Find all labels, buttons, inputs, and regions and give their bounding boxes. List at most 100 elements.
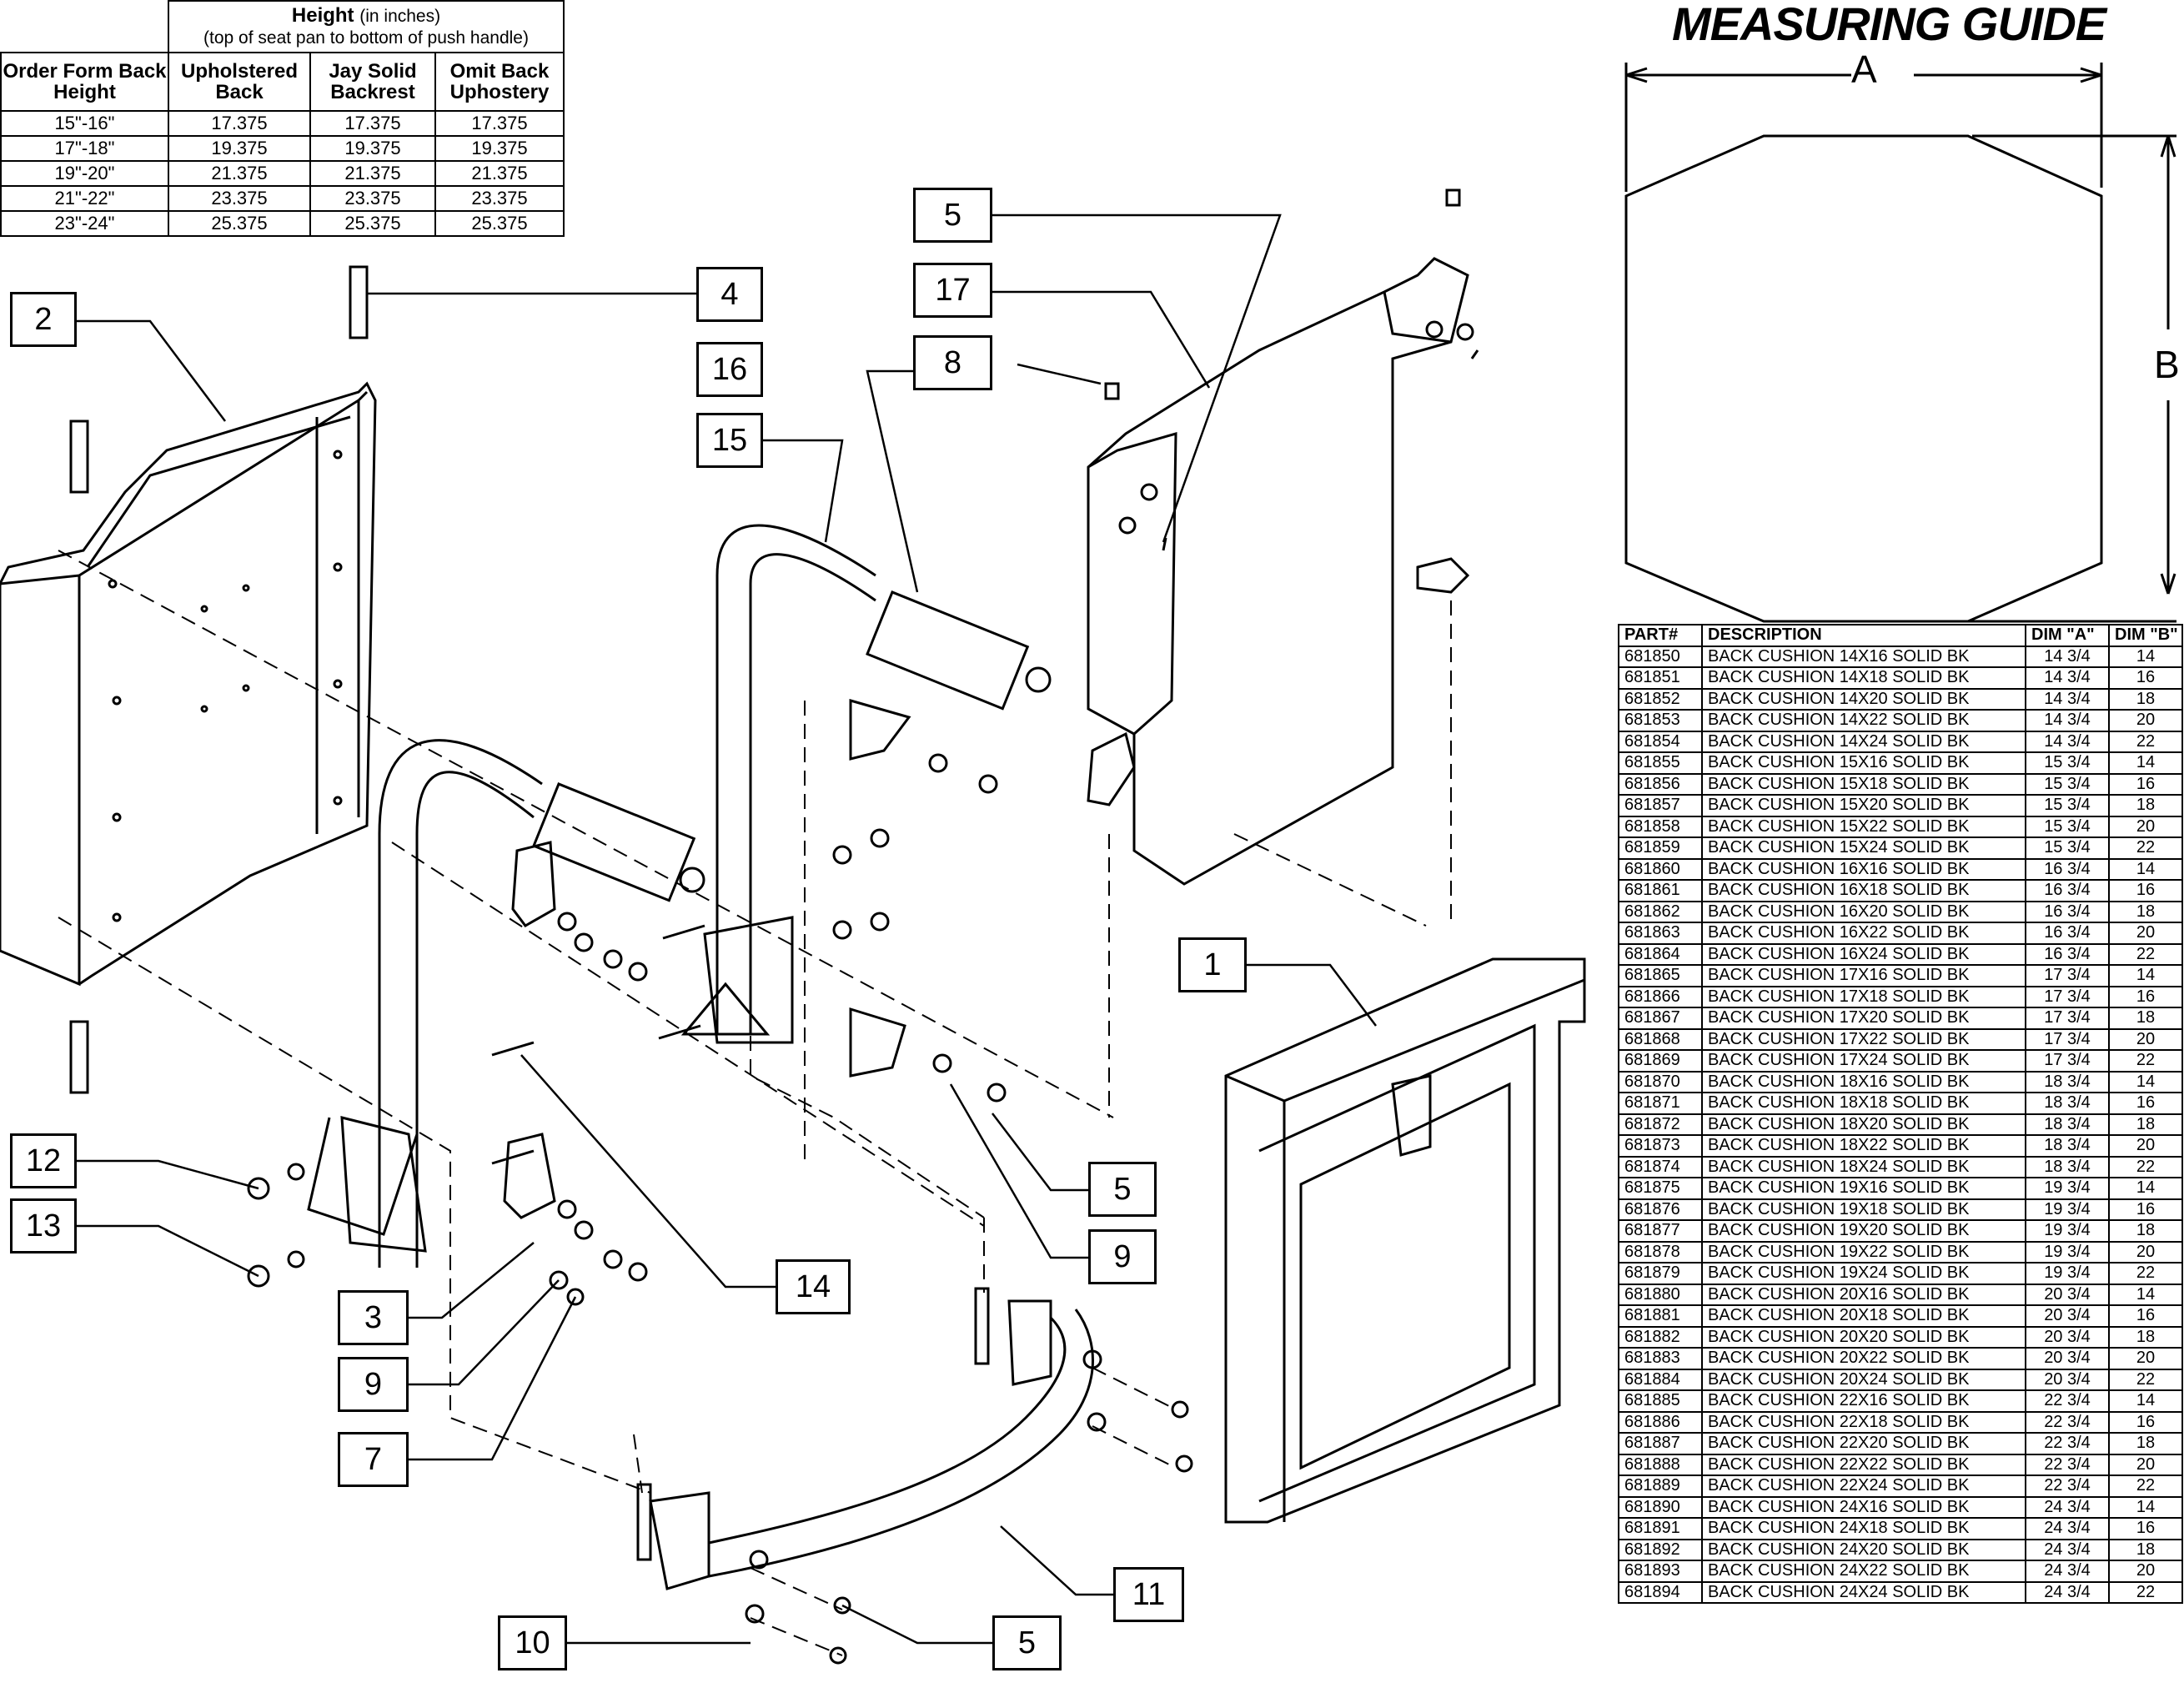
col-header: Jay Solid Backrest: [309, 52, 436, 112]
height-table-cell: 17.375: [434, 110, 565, 137]
parts-table-cell: BACK CUSHION 18X22 SOLID BK: [1701, 1134, 2026, 1158]
height-table-cell: 17.375: [309, 110, 436, 137]
parts-table-cell: 24 3/4: [2025, 1560, 2110, 1583]
parts-table-cell: 681858: [1618, 815, 1703, 838]
parts-table-cell: 16: [2108, 1304, 2183, 1328]
parts-table-cell: BACK CUSHION 15X22 SOLID BK: [1701, 815, 2026, 838]
parts-table-cell: 681853: [1618, 709, 1703, 732]
parts-table-cell: 22 3/4: [2025, 1389, 2110, 1413]
parts-table-cell: 681873: [1618, 1134, 1703, 1158]
callout-14: 14: [776, 1259, 851, 1314]
height-table-cell: 19"-20": [0, 160, 169, 187]
height-table-cell: 23.375: [434, 185, 565, 212]
parts-table-cell: 681854: [1618, 730, 1703, 753]
callout-3: 3: [338, 1290, 409, 1345]
parts-table-cell: BACK CUSHION 14X20 SOLID BK: [1701, 687, 2026, 711]
parts-table-cell: 14: [2108, 1495, 2183, 1519]
parts-table-cell: BACK CUSHION 17X22 SOLID BK: [1701, 1027, 2026, 1051]
parts-table-cell: 681871: [1618, 1092, 1703, 1115]
parts-table-cell: 22: [2108, 942, 2183, 966]
parts-table-cell: BACK CUSHION 18X24 SOLID BK: [1701, 1155, 2026, 1178]
callout-17: 17: [913, 263, 992, 318]
callout-12: 12: [10, 1133, 77, 1188]
measuring-guide-shape: [1624, 63, 2176, 623]
alignment-lines: [58, 550, 1452, 1656]
parts-table-cell: BACK CUSHION 19X22 SOLID BK: [1701, 1240, 2026, 1263]
parts-table-cell: 19 3/4: [2025, 1240, 2110, 1263]
parts-table-cell: 18: [2108, 1538, 2183, 1561]
parts-table-cell: 19 3/4: [2025, 1219, 2110, 1243]
parts-table-cell: BACK CUSHION 18X20 SOLID BK: [1701, 1113, 2026, 1136]
parts-col-header: DIM "A": [2025, 624, 2110, 647]
parts-table-cell: 18 3/4: [2025, 1155, 2110, 1178]
height-table-blank: [1, 1, 169, 53]
parts-table-cell: 20 3/4: [2025, 1368, 2110, 1391]
parts-table: PART# DESCRIPTION DIM "A" DIM "B" 681850…: [1618, 624, 2183, 1604]
parts-table-cell: 22: [2108, 1155, 2183, 1178]
height-title: Height: [291, 4, 354, 27]
parts-table-cell: 20: [2108, 1347, 2183, 1370]
callout-5-bottom: 5: [992, 1615, 1062, 1670]
parts-table-cell: 15 3/4: [2025, 751, 2110, 775]
height-table-cell: 15"-16": [0, 110, 169, 137]
parts-table-cell: BACK CUSHION 24X22 SOLID BK: [1701, 1560, 2026, 1583]
callout-11: 11: [1113, 1567, 1184, 1622]
parts-table-cell: 681886: [1618, 1410, 1703, 1434]
parts-table-cell: 681876: [1618, 1198, 1703, 1221]
parts-table-cell: BACK CUSHION 24X18 SOLID BK: [1701, 1517, 2026, 1540]
parts-table-cell: BACK CUSHION 14X18 SOLID BK: [1701, 666, 2026, 690]
parts-table-cell: 18 3/4: [2025, 1113, 2110, 1136]
parts-table-cell: 681868: [1618, 1027, 1703, 1051]
parts-table-cell: BACK CUSHION 18X16 SOLID BK: [1701, 1070, 2026, 1093]
leader-lines: [71, 214, 1377, 1645]
parts-table-cell: 22: [2108, 1580, 2183, 1604]
parts-table-cell: 681881: [1618, 1304, 1703, 1328]
solid-backrest-part-1: [1224, 957, 1586, 1524]
parts-table-cell: 14: [2108, 1389, 2183, 1413]
callout-9-mid: 9: [1088, 1229, 1157, 1284]
parts-table-cell: BACK CUSHION 24X16 SOLID BK: [1701, 1495, 2026, 1519]
height-table-cell: 21"-22": [0, 185, 169, 212]
parts-table-cell: 681860: [1618, 857, 1703, 881]
parts-table-cell: BACK CUSHION 22X20 SOLID BK: [1701, 1432, 2026, 1455]
parts-table-cell: 16 3/4: [2025, 879, 2110, 902]
callout-8: 8: [913, 335, 992, 390]
callout-1: 1: [1178, 937, 1247, 992]
back-upholstery-part-17: [1087, 188, 1479, 886]
parts-table-cell: 17 3/4: [2025, 985, 2110, 1008]
parts-table-cell: BACK CUSHION 20X18 SOLID BK: [1701, 1304, 2026, 1328]
parts-table-cell: 22 3/4: [2025, 1474, 2110, 1498]
parts-table-cell: 14: [2108, 1283, 2183, 1306]
parts-table-cell: 16 3/4: [2025, 922, 2110, 945]
parts-table-cell: 16 3/4: [2025, 900, 2110, 923]
parts-table-cell: 14: [2108, 751, 2183, 775]
parts-table-cell: BACK CUSHION 24X20 SOLID BK: [1701, 1538, 2026, 1561]
parts-table-cell: 22: [2108, 1474, 2183, 1498]
parts-table-cell: 681872: [1618, 1113, 1703, 1136]
parts-table-cell: BACK CUSHION 22X24 SOLID BK: [1701, 1474, 2026, 1498]
parts-table-cell: BACK CUSHION 16X18 SOLID BK: [1701, 879, 2026, 902]
parts-table-cell: 18: [2108, 1325, 2183, 1349]
parts-table-cell: 19 3/4: [2025, 1262, 2110, 1285]
parts-table-cell: 681893: [1618, 1560, 1703, 1583]
callout-5-mid: 5: [1088, 1162, 1157, 1217]
callout-7: 7: [338, 1432, 409, 1487]
parts-table-cell: BACK CUSHION 15X24 SOLID BK: [1701, 836, 2026, 860]
